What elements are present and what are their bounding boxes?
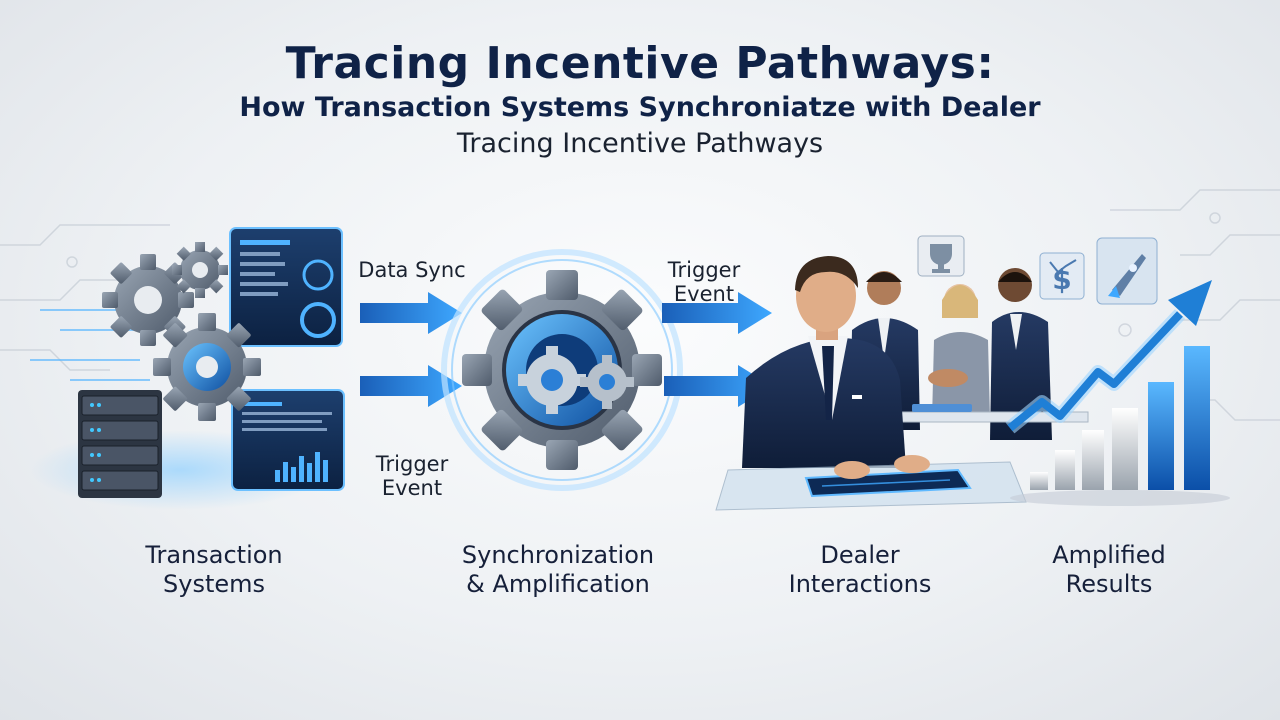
stage-line: & Amplification [466, 570, 650, 598]
arrow-right-icon [360, 365, 462, 407]
stage-label-dealer-interactions: Dealer Interactions [720, 541, 1000, 599]
gear-icon [153, 313, 261, 421]
event-text: Event [381, 476, 443, 500]
stage-label-transaction-systems: Transaction Systems [74, 541, 354, 599]
gear-icon [102, 254, 194, 346]
stage-line: Dealer [820, 541, 900, 569]
stage-line: Synchronization [461, 541, 655, 569]
trigger-event-label-right: Trigger Event [644, 258, 764, 306]
data-sync-label: Data Sync [352, 258, 472, 282]
rocket-icon [1096, 237, 1158, 305]
server-rack-icon [78, 390, 162, 498]
amplified-results-illustration: $ [1005, 237, 1230, 506]
event-text: Event [673, 282, 735, 306]
stage-line: Interactions [788, 570, 932, 598]
trophy-icon [917, 235, 965, 277]
gear-icon [172, 242, 228, 298]
gear-icon [462, 270, 662, 470]
trigger-event-label-left: Trigger Event [352, 452, 472, 500]
person-figure [742, 256, 906, 468]
data-sync-text: Data Sync [358, 258, 466, 282]
dashboard-screen-icon [229, 227, 343, 347]
trigger-text: Trigger [375, 452, 449, 476]
page-title: Tracing Incentive Pathways: [285, 38, 995, 89]
arrow-right-icon [662, 292, 772, 334]
sync-gear-illustration [441, 249, 683, 491]
dashboard-screen-icon [231, 389, 345, 491]
trigger-text: Trigger [667, 258, 741, 282]
arrow-right-icon [360, 292, 462, 334]
stage-line: Systems [163, 570, 265, 598]
stage-label-amplified-results: Amplified Results [969, 541, 1249, 599]
page-subtitle: How Transaction Systems Synchroniatze wi… [239, 92, 1041, 123]
stage-label-synchronization: Synchronization & Amplification [418, 541, 698, 599]
dealer-interactions-illustration [715, 235, 1089, 511]
stage-line: Transaction [145, 541, 283, 569]
page-tagline: Tracing Incentive Pathways [456, 128, 824, 159]
stage-line: Amplified [1052, 541, 1166, 569]
growth-arrow-icon [1005, 280, 1212, 434]
transaction-systems-illustration [30, 227, 345, 510]
person-figure [932, 284, 990, 420]
dollar-icon: $ [1039, 252, 1085, 300]
arrow-right-icon [664, 365, 772, 407]
stage-line: Results [1065, 570, 1153, 598]
